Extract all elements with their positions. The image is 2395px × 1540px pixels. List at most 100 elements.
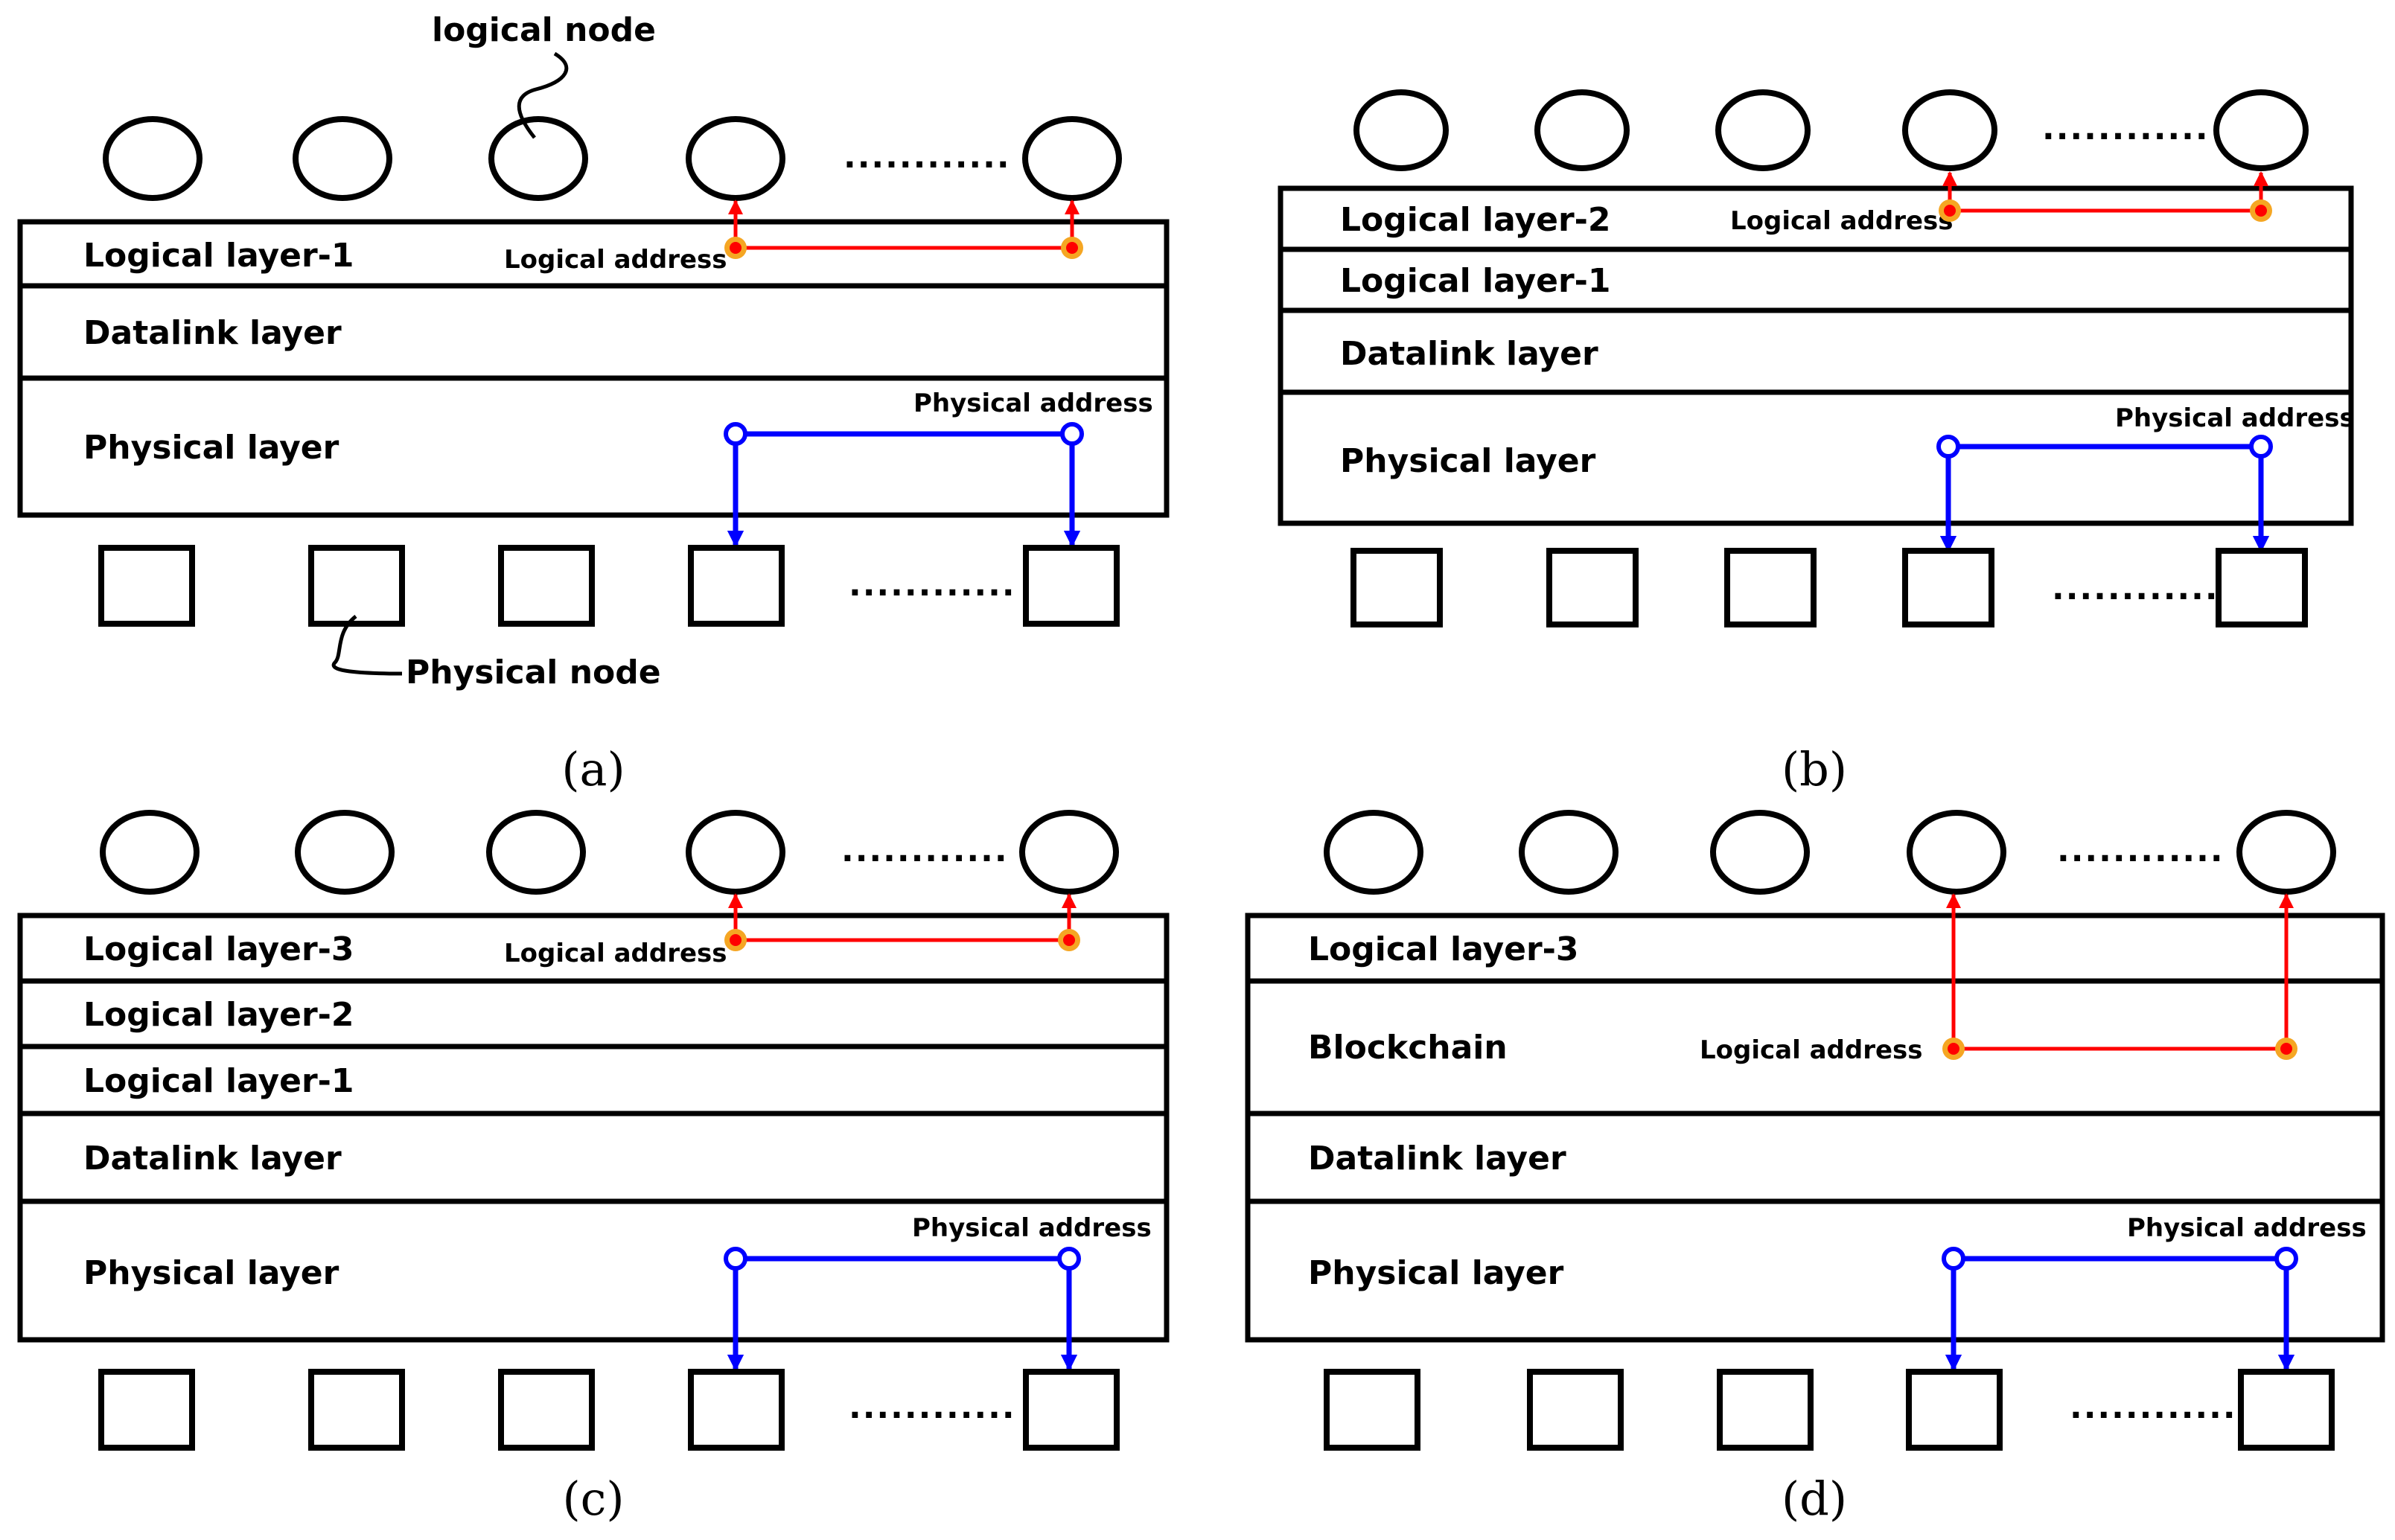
physical-node [98,545,195,627]
layer-label: Logical layer-1 [1340,262,1611,300]
layer-label: Logical layer-1 [83,1062,354,1100]
panel-b: ............ Logical layer-2 Logical lay… [1278,89,2355,796]
logical-node-ellipsis: ............ [2057,831,2225,869]
logical-node [295,810,395,895]
logical-node [1019,810,1119,895]
logical-node [1715,89,1811,171]
layer-label: Physical layer [1308,1254,1564,1292]
layer-label: Datalink layer [1340,335,1598,373]
physical-node [308,545,405,627]
physical-node [98,1369,195,1451]
physical-node-ellipsis: ............ [849,1388,1016,1426]
layer-box [17,1198,1170,1343]
physical-node [1717,1369,1814,1451]
layer-label: Logical layer-2 [1340,201,1611,239]
logical-node [1710,810,1810,895]
layer-box [17,913,1170,984]
logical-node [488,116,588,201]
logical-node [1022,116,1122,201]
layer-label: Logical layer-2 [83,996,354,1034]
layer-label: Logical layer-1 [83,237,354,275]
physical-node-ellipsis: ............ [2070,1388,2237,1426]
logical-node [1519,810,1619,895]
panel-caption: (b) [1782,742,1847,796]
layer-box [1278,389,2354,526]
logical-node [1353,89,1449,171]
physical-address-point [2249,435,2273,459]
physical-node [688,545,785,627]
layer-box [1278,246,2354,313]
layer-box [17,375,1170,518]
layer-box [1245,913,2385,984]
logical-address-point [1066,242,1078,254]
physical-node [498,1369,595,1451]
physical-address-label: Physical address [912,1213,1152,1243]
logical-address-point [2255,205,2267,217]
physical-node [1023,545,1120,627]
physical-node [1546,548,1639,627]
physical-node [1906,1369,2003,1451]
logical-node [1907,810,2006,895]
physical-address-point [1942,1247,1965,1271]
physical-node [1023,1369,1120,1451]
logical-address-point [1063,934,1075,946]
layer-label: Logical layer-3 [83,930,354,968]
panel-c: ............ Logical layer-3 Logical lay… [17,810,1170,1526]
layer-label: Datalink layer [83,314,342,352]
layer-label: Physical layer [1340,442,1596,480]
logical-node-pointer [517,51,569,139]
logical-address-point [730,242,742,254]
layer-label: Datalink layer [1308,1140,1566,1178]
physical-node [308,1369,405,1451]
logical-node [1324,810,1423,895]
physical-address-point [724,422,747,446]
panel-caption: (c) [562,1472,624,1526]
logical-address-label: Logical address [504,245,727,275]
layer-label: Datalink layer [83,1140,342,1178]
logical-node [686,810,785,895]
logical-node [2213,89,2309,171]
layer-box [1278,185,2354,252]
logical-address-point [2280,1043,2292,1055]
physical-node-ellipsis: ............ [849,566,1016,604]
logical-node [293,116,392,201]
panel-caption: (d) [1782,1472,1847,1526]
layer-label: Logical layer-3 [1308,930,1579,968]
logical-address-label: Logical address [1700,1035,1923,1065]
panel-a: ............ logical node Logical layer-… [17,11,1170,796]
logical-node [1902,89,1997,171]
logical-node-annotation: logical node [432,11,656,49]
layer-label: Blockchain [1308,1029,1508,1067]
layer-label: Physical layer [83,1254,339,1292]
logical-node [2236,810,2336,895]
physical-node [1350,548,1443,627]
logical-node-ellipsis: ............ [843,138,1011,176]
physical-node [1902,548,1994,627]
physical-address-point [1936,435,1960,459]
logical-node [103,116,202,201]
logical-node-ellipsis: ............ [841,831,1009,869]
panel-d: ............ Logical layer-3 Blockchain … [1245,810,2385,1526]
layer-box [1278,307,2354,395]
logical-address-point [1944,205,1956,217]
physical-node [2238,1369,2335,1451]
panel-caption: (a) [561,742,625,796]
physical-address-label: Physical address [2127,1213,2367,1243]
logical-address-label: Logical address [504,939,727,968]
logical-address-point [730,934,742,946]
physical-node [1724,548,1817,627]
logical-node-ellipsis: ............ [2042,109,2210,147]
physical-address-point [2274,1247,2298,1271]
physical-address-point [724,1247,747,1271]
physical-address-label: Physical address [2115,403,2355,433]
logical-address-point [1948,1043,1959,1055]
logical-node [100,810,200,895]
logical-node [686,116,785,201]
logical-address-label: Logical address [1730,206,1954,236]
physical-node [688,1369,785,1451]
layer-label: Physical layer [83,429,339,467]
logical-node [486,810,586,895]
physical-node [1527,1369,1624,1451]
physical-node-pointer [331,615,403,676]
